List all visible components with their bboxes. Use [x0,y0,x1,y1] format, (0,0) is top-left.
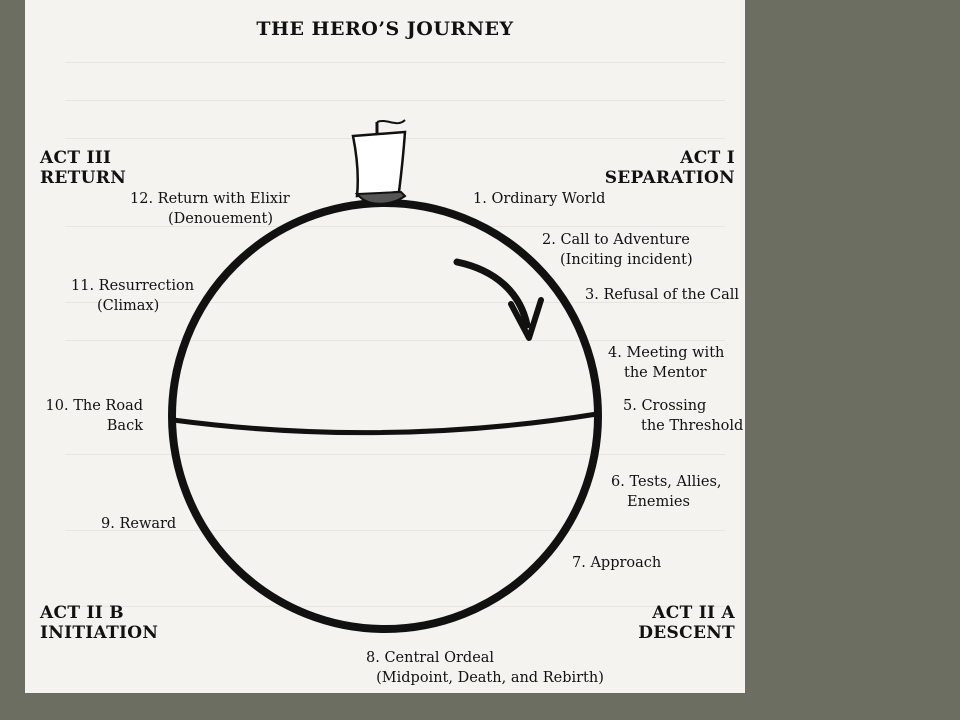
stage-2-label: 2. Call to Adventure(Inciting incident) [542,232,693,268]
stage-9-label: 9. Reward [101,516,177,532]
stage-6-label: 6. Tests, Allies,Enemies [611,474,722,510]
stage-7-label: 7. Approach [572,555,662,571]
stage-1-label: 1. Ordinary World [473,191,606,207]
stage-12-label: 12. Return with Elixir(Denouement) [130,191,290,227]
equator-line [172,411,598,436]
stage-3-label: 3. Refusal of the Call [585,287,740,303]
diagram-title: THE HERO’S JOURNEY [256,18,514,40]
journey-diagram [168,119,602,633]
stage-11-label: 11. Resurrection(Climax) [71,278,195,314]
ship-icon [351,119,407,205]
journey-circle [168,199,602,633]
arrowhead [508,297,544,341]
direction-arrow [453,258,531,329]
stage-8-label: 8. Central Ordeal(Midpoint, Death, and R… [366,650,604,686]
